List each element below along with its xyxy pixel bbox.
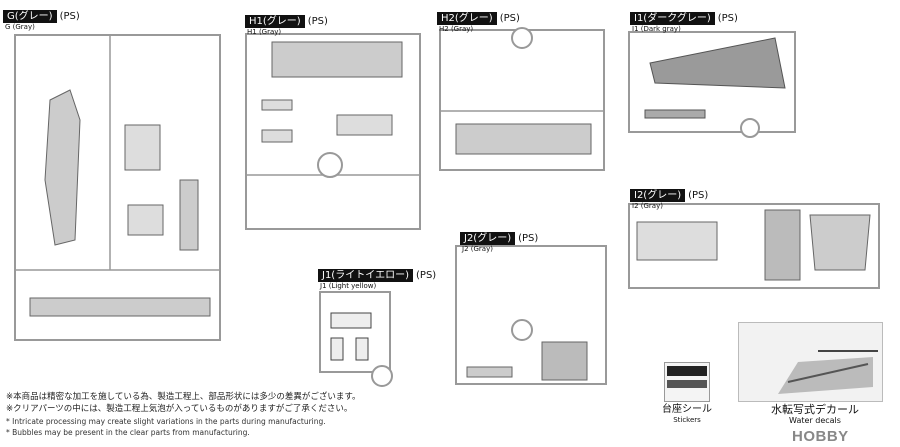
runner-name-jp: G(グレー) [3,10,57,23]
runner-name-en: H2 (Gray) [439,25,474,33]
sticker-sheet [664,362,710,402]
decals-label-en: Water decals [789,416,841,425]
runner-name-jp: H2(グレー) [437,12,497,25]
runner-name-en: I1 (Dark gray) [632,25,681,33]
runner-name-en: I2 (Gray) [632,202,663,210]
runner-name-jp: J1(ライトイエロー) [318,269,414,282]
stickers-label-jp: 台座シール [662,404,712,415]
runner-h2-sprue [439,27,605,171]
runner-name-jp: I2(グレー) [630,189,686,202]
note-en-2: * Bubbles may be present in the clear pa… [6,428,250,437]
runner-h1-sprue [245,33,421,230]
material: (PS) [499,13,520,24]
runner-label-g: G(グレー)(PS) G (Gray) [3,6,80,31]
runner-name-en: J2 (Gray) [462,245,493,253]
watermark-logo: HOBBY SEARCH [792,428,858,447]
runner-name-en: H1 (Gray) [247,28,282,36]
runner-g-sprue [14,34,221,341]
runner-label-j2: J2(グレー)(PS) J2 (Gray) [460,228,538,253]
stickers-caption: 台座シール Stickers [650,404,724,425]
runner-name-jp: J2(グレー) [460,232,516,245]
decals-label-jp: 水転写式デカール [771,403,859,416]
runner-name-en: G (Gray) [5,23,35,31]
material: (PS) [518,233,539,244]
runner-j2-sprue [455,245,607,385]
stickers-label-en: Stickers [673,416,701,424]
runner-label-i1: I1(ダークグレー)(PS) I1 (Dark gray) [630,8,738,33]
runner-i1-sprue [628,31,796,138]
material: (PS) [307,16,328,27]
runner-label-h2: H2(グレー)(PS) H2 (Gray) [437,8,520,33]
runner-name-en: J1 (Light yellow) [320,282,377,290]
material: (PS) [717,13,738,24]
water-decal-sheet [738,322,883,402]
runner-i2-sprue [628,203,880,289]
runner-j1-sprue [319,291,393,387]
decals-caption: 水転写式デカール Water decals [760,403,870,426]
note-en-1: * Intricate processing may create slight… [6,417,326,426]
runner-label-i2: I2(グレー)(PS) I2 (Gray) [630,185,708,210]
material: (PS) [59,11,80,22]
runner-name-jp: H1(グレー) [245,15,305,28]
runner-name-jp: I1(ダークグレー) [630,12,715,25]
note-jp-2: ※クリアパーツの中には、製造工程上気泡が入っているものがありますがご了承ください… [6,404,353,414]
runner-label-h1: H1(グレー)(PS) H1 (Gray) [245,11,328,36]
note-jp-1: ※本商品は精密な加工を施している為、製造工程上、部品形状には多少の差異がございま… [6,392,361,402]
material: (PS) [416,270,437,281]
runner-label-j1: J1(ライトイエロー)(PS) J1 (Light yellow) [318,265,436,290]
material: (PS) [688,190,709,201]
